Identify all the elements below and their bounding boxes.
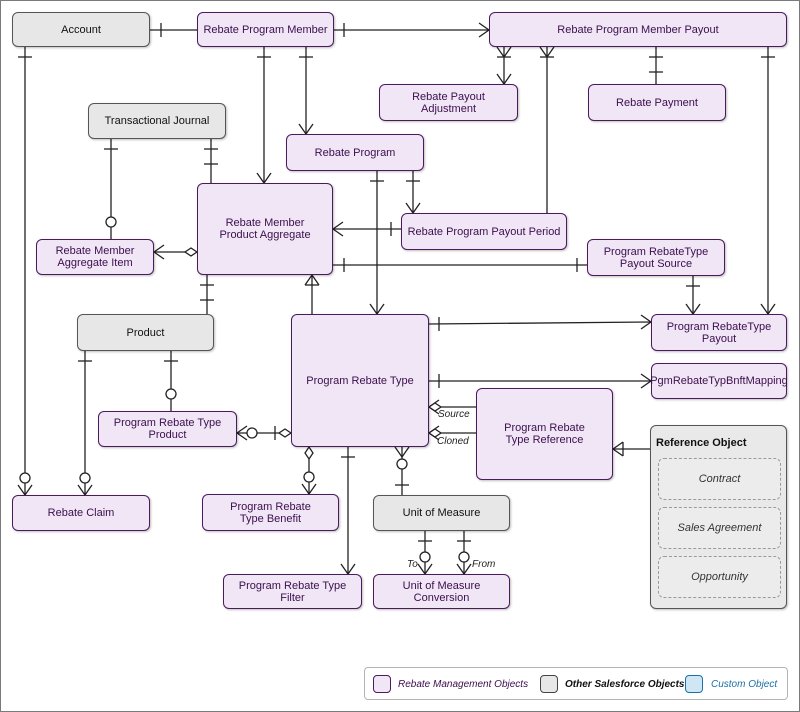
edge-label-to: To: [407, 559, 418, 570]
unit-of-measure-entity: Unit of Measure: [373, 495, 510, 531]
program-rebate-type-benefit-entity: Program Rebate Type Benefit: [202, 494, 339, 531]
legend: Rebate Management Objects Other Salesfor…: [364, 667, 788, 700]
rebate-program-payout-period-label: Rebate Program Payout Period: [407, 225, 561, 238]
rebate-payment-entity: Rebate Payment: [588, 84, 726, 121]
reference-object-title: Reference Object: [656, 437, 747, 449]
transactional-journal-entity: Transactional Journal: [88, 103, 226, 139]
account-label: Account: [61, 23, 101, 36]
circle-markers: [19, 216, 470, 563]
rebate-payout-adjustment-entity: Rebate Payout Adjustment: [379, 84, 518, 121]
program-rebate-type-benefit-label: Program Rebate Type Benefit: [230, 500, 311, 525]
reference-item-opportunity: Opportunity: [658, 556, 781, 598]
program-rebate-type-product-label: Program Rebate Type Product: [113, 417, 222, 441]
program-rebate-type-filter-label: Program Rebate Type Filter: [238, 579, 347, 604]
rebate-program-label: Rebate Program: [314, 146, 396, 159]
unit-of-measure-label: Unit of Measure: [402, 507, 481, 519]
rebate-payout-adjustment-label: Rebate Payout Adjustment: [412, 90, 485, 115]
connector-lines: [24, 29, 769, 574]
edge-label-cloned: Cloned: [437, 436, 469, 447]
rebate-member-product-aggregate-entity: Rebate Member Product Aggregate: [197, 183, 333, 275]
pgm-rebate-typ-bnft-mapping-entity: PgmRebateTypBnftMapping: [650, 363, 788, 399]
rebate-claim-label: Rebate Claim: [47, 507, 115, 519]
rebate-program-member-label: Rebate Program Member: [203, 23, 328, 36]
rebate-program-member-payout-entity: Rebate Program Member Payout: [489, 12, 787, 47]
unit-of-measure-conversion-entity: Unit of Measure Conversion: [373, 574, 510, 609]
legend-label-custom: Custom Object: [711, 679, 778, 690]
program-rebatetype-payout-source-entity: Program RebateType Payout Source: [587, 239, 725, 276]
edge-label-from: From: [472, 559, 496, 570]
program-rebate-type-label: Program Rebate Type: [306, 374, 414, 387]
program-rebate-type-reference-label: Program Rebate Type Reference: [504, 422, 585, 446]
diamond-markers: [183, 247, 443, 461]
legend-swatch-custom: [685, 675, 703, 693]
rebate-program-member-payout-label: Rebate Program Member Payout: [557, 23, 719, 36]
rebate-member-product-aggregate-label: Rebate Member Product Aggregate: [219, 217, 311, 241]
legend-swatch-salesforce: [540, 675, 558, 693]
account-entity: Account: [12, 12, 150, 47]
rebate-member-aggregate-item-entity: Rebate Member Aggregate Item: [36, 239, 154, 275]
program-rebatetype-payout-entity: Program RebateType Payout: [651, 314, 787, 351]
transactional-journal-label: Transactional Journal: [104, 115, 210, 127]
product-entity: Product: [77, 314, 214, 351]
legend-label-rebate: Rebate Management Objects: [398, 679, 529, 690]
legend-swatch-rebate: [373, 675, 391, 693]
legend-label-salesforce: Other Salesforce Objects: [565, 679, 685, 690]
rebate-member-aggregate-item-label: Rebate Member Aggregate Item: [55, 245, 135, 269]
reference-object-group: Reference Object Contract Sales Agreemen…: [650, 425, 787, 609]
program-rebate-type-filter-entity: Program Rebate Type Filter: [223, 574, 362, 609]
program-rebatetype-payout-label: Program RebateType Payout: [666, 320, 772, 345]
rebate-claim-entity: Rebate Claim: [12, 495, 150, 531]
program-rebate-type-reference-entity: Program Rebate Type Reference: [476, 388, 613, 480]
product-label: Product: [126, 326, 165, 339]
unit-of-measure-conversion-label: Unit of Measure Conversion: [402, 579, 481, 604]
reference-item-contract: Contract: [658, 458, 781, 500]
rebate-program-entity: Rebate Program: [286, 134, 424, 171]
edge-label-source: Source: [438, 409, 470, 420]
rebate-payment-label: Rebate Payment: [616, 96, 698, 109]
pgm-rebate-typ-bnft-mapping-label: PgmRebateTypBnftMapping: [650, 375, 788, 387]
program-rebatetype-payout-source-label: Program RebateType Payout Source: [603, 245, 709, 270]
rebate-program-member-entity: Rebate Program Member: [197, 12, 334, 47]
program-rebate-type-product-entity: Program Rebate Type Product: [98, 411, 237, 447]
rebate-program-payout-period-entity: Rebate Program Payout Period: [401, 213, 567, 250]
reference-item-sales-agreement: Sales Agreement: [658, 507, 781, 549]
bar-markers: [18, 23, 775, 542]
program-rebate-type-entity: Program Rebate Type: [291, 314, 429, 447]
